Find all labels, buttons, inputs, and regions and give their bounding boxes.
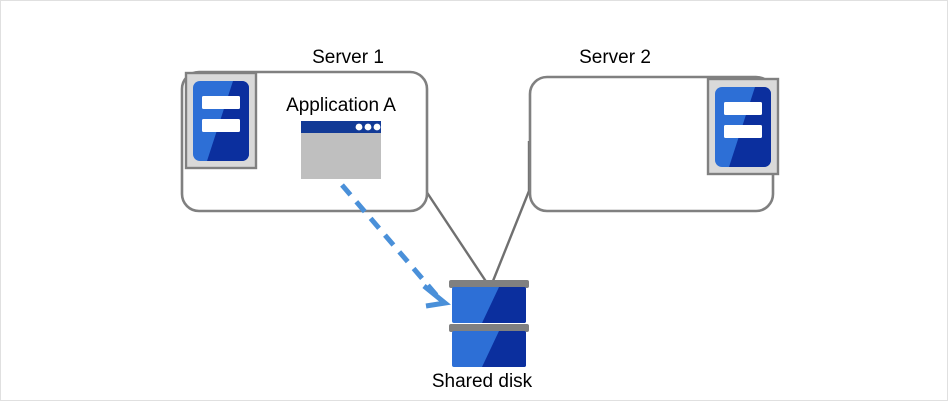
- server-2-icon-panel: [706, 77, 780, 176]
- arrow-head-icon: [422, 284, 451, 309]
- connector-server-1-to-disk: [424, 141, 491, 287]
- server-1-node[interactable]: Server 1 Application A: [180, 47, 429, 213]
- connector-server-2-to-disk: [489, 141, 531, 287]
- disk-bar-middle: [449, 324, 529, 332]
- server-2-node[interactable]: Server 2: [528, 47, 780, 213]
- application-a[interactable]: Application A: [286, 95, 396, 179]
- server-icon: [193, 81, 249, 161]
- server-2-title: Server 2: [579, 47, 651, 68]
- server-1-title: Server 1: [312, 47, 384, 68]
- app-window-icon[interactable]: [301, 121, 381, 179]
- application-a-label: Application A: [286, 95, 396, 116]
- shared-disk-node[interactable]: Shared disk: [432, 280, 533, 392]
- server-icon: [715, 87, 771, 167]
- server-1-icon-panel: [184, 71, 258, 170]
- shared-disk-label: Shared disk: [432, 371, 533, 392]
- app-window-dot: [364, 123, 372, 131]
- disk-stack-icon[interactable]: [449, 280, 529, 367]
- app-window-dot: [373, 123, 381, 131]
- app-window-dot: [355, 123, 363, 131]
- application-a-to-disk-arrow: [340, 183, 451, 309]
- app-window-titlebar: [301, 121, 381, 133]
- connector-lines: [424, 141, 531, 287]
- dashed-access-line: [340, 183, 440, 299]
- disk-bar-top: [449, 280, 529, 288]
